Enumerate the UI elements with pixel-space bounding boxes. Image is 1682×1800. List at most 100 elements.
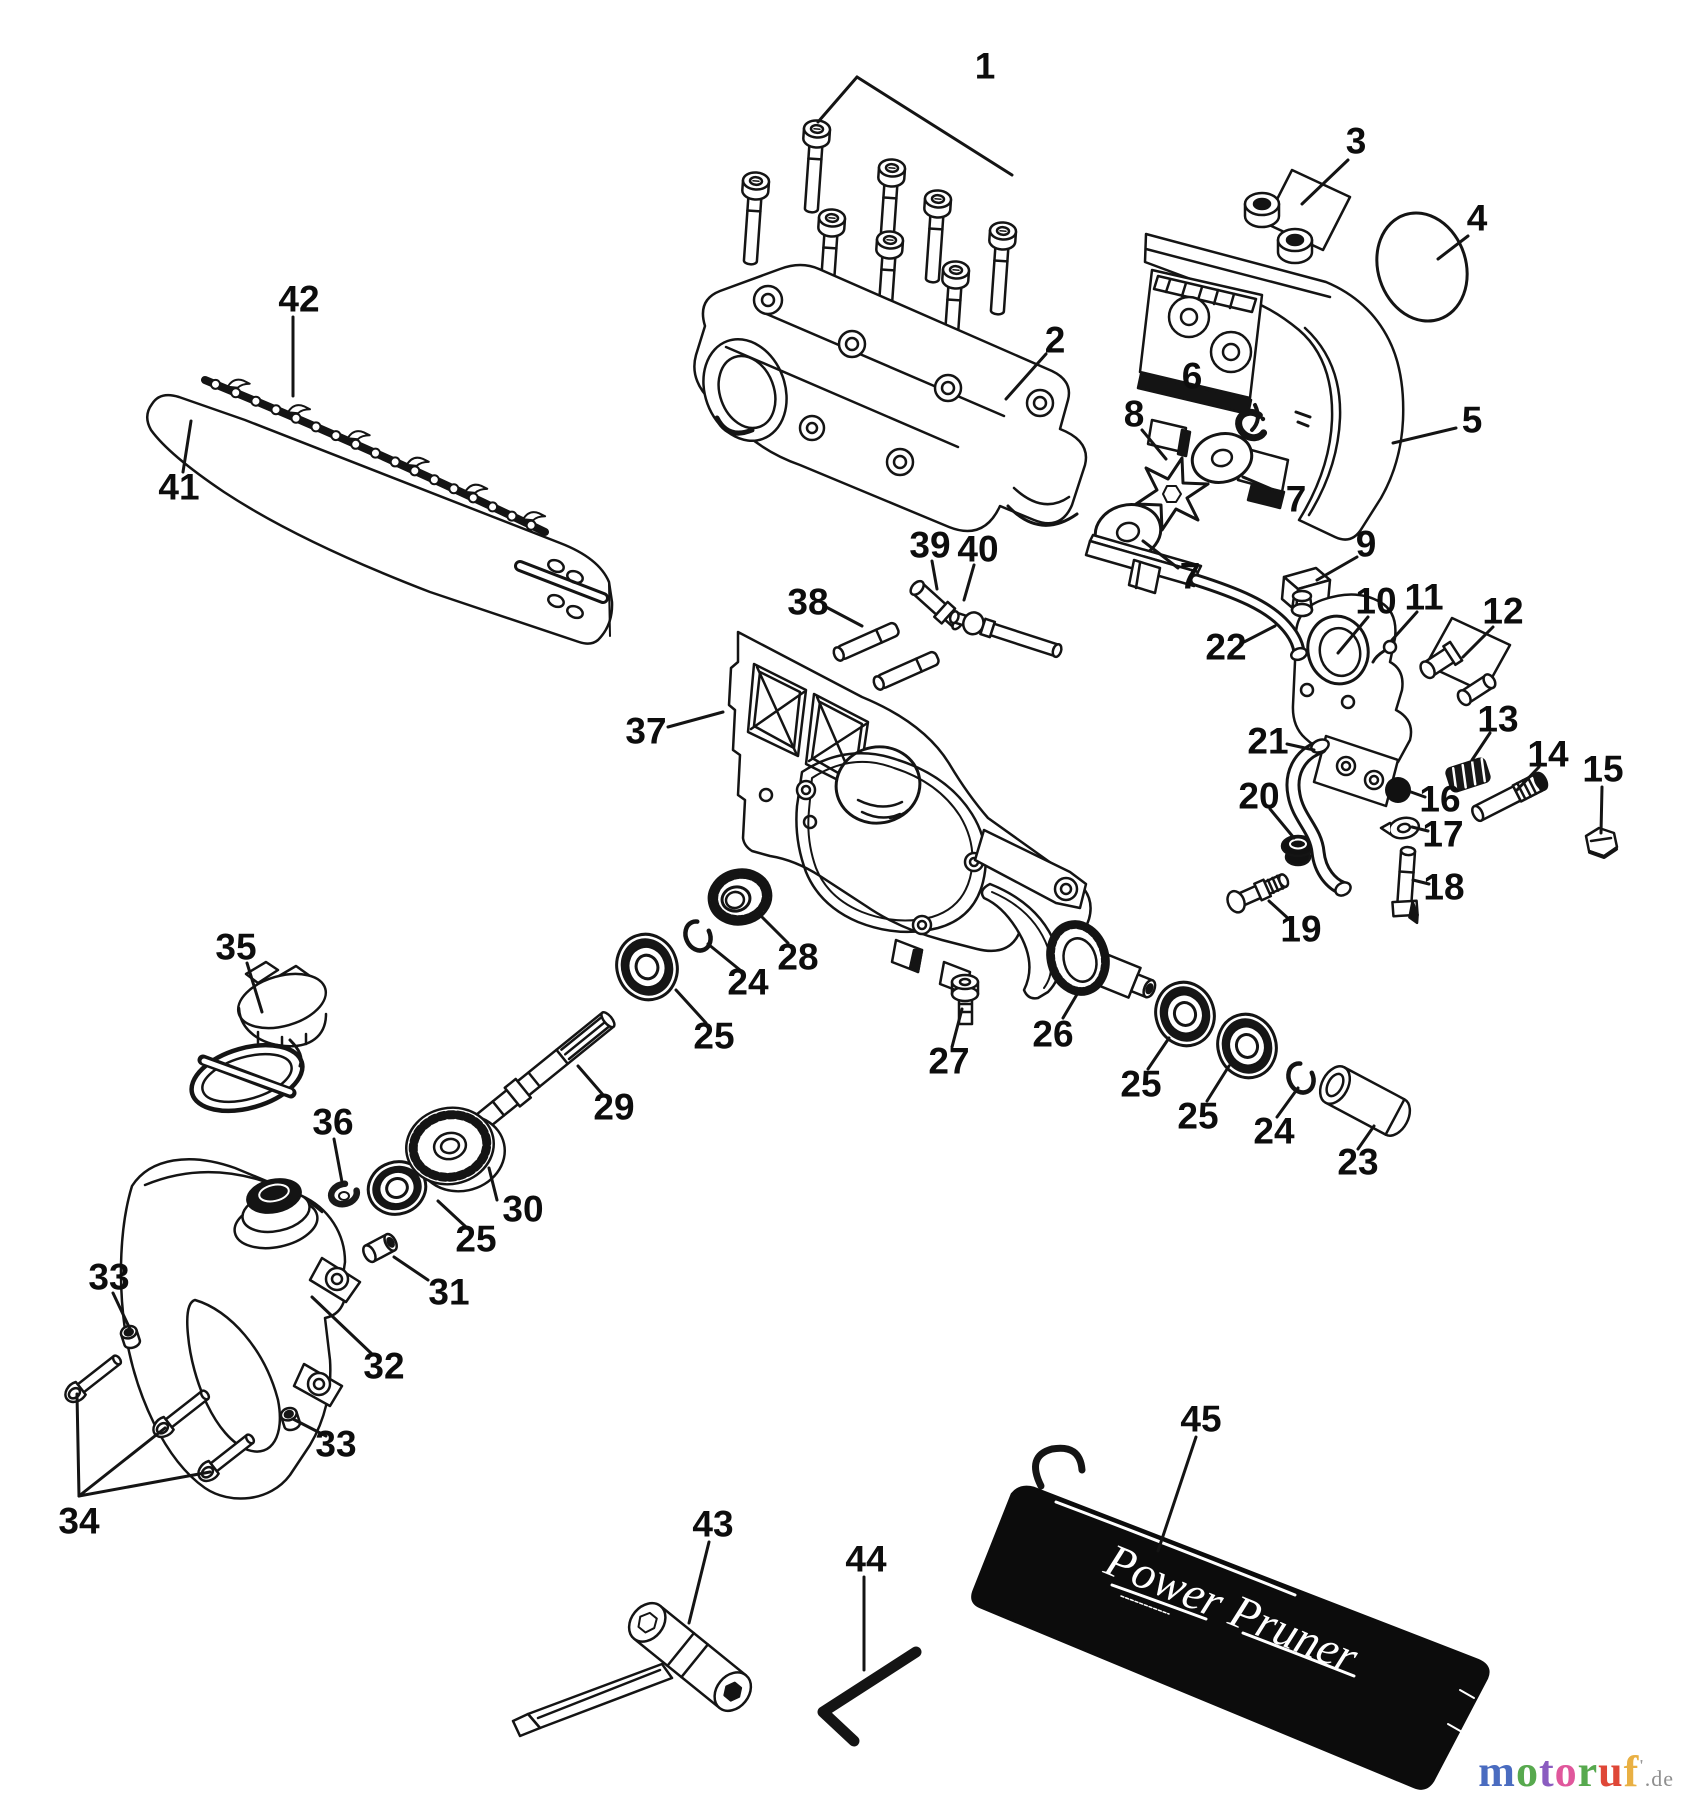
- part-label-40: 40: [957, 529, 998, 570]
- part-label-4: 4: [1467, 198, 1488, 239]
- part-label-42: 42: [278, 279, 319, 320]
- motoruf-watermark-logo[interactable]: motoruf'.de: [1478, 1750, 1674, 1794]
- chain-link: [330, 430, 342, 442]
- leader-line: [1275, 1086, 1300, 1119]
- leader-line: [674, 988, 708, 1025]
- part-14-bolt-drawing: [1471, 771, 1549, 823]
- chain-link: [525, 519, 537, 531]
- leader-line: [111, 1291, 132, 1331]
- chain-cutter: [226, 378, 251, 389]
- chain-link: [506, 510, 518, 522]
- part-22-pickup-tube-drawing: [1084, 533, 1308, 662]
- part-label-19: 19: [1280, 909, 1321, 950]
- part-label-14: 14: [1527, 734, 1569, 775]
- part-label-10: 10: [1355, 581, 1396, 622]
- leader-line: [77, 1470, 212, 1498]
- part-45-storage-bag-drawing: Power Pruner: [971, 1444, 1490, 1790]
- part-24-snap-ring-drawing: [683, 919, 1316, 1095]
- part-label-33: 33: [315, 1424, 356, 1465]
- leader-line: [1336, 615, 1370, 655]
- leader-line: [666, 710, 725, 729]
- leader-line: [310, 1295, 375, 1357]
- part-37-gearcase-plate-drawing: [727, 630, 1092, 1000]
- leader-line: [181, 419, 193, 474]
- chain-link: [409, 465, 421, 477]
- leader-line: [1267, 899, 1293, 923]
- part-label-45: 45: [1180, 1399, 1221, 1440]
- watermark-mark: ': [1639, 1757, 1645, 1775]
- part-6-e-clip-drawing: [1235, 408, 1269, 442]
- part-18-pin-drawing: [1391, 845, 1419, 925]
- screw-drawing: [802, 119, 832, 214]
- part-label-24: 24: [1253, 1111, 1295, 1152]
- watermark-letter: t: [1538, 1747, 1555, 1796]
- part-label-37: 37: [625, 711, 666, 752]
- watermark-letter: m: [1478, 1747, 1516, 1796]
- leader-line: [1411, 878, 1431, 886]
- chain-link: [290, 412, 302, 424]
- leader-line: [291, 1417, 328, 1438]
- screw-drawing: [923, 189, 953, 284]
- part-label-16: 16: [1419, 779, 1460, 820]
- watermark-letter: u: [1598, 1747, 1624, 1796]
- part-label-7: 7: [1286, 479, 1307, 520]
- part-40-pin-assembly-drawing: [948, 610, 1063, 659]
- chain-link: [310, 421, 322, 433]
- part-20-nut-drawing: [1280, 834, 1316, 867]
- leader-line: [392, 1255, 430, 1282]
- leader-line: [487, 1166, 499, 1202]
- screw-drawing: [152, 1389, 211, 1439]
- part-label-13: 13: [1477, 699, 1518, 740]
- part-28-plug-drawing: [707, 868, 773, 926]
- part-label-25: 25: [693, 1016, 734, 1057]
- chain-link: [389, 456, 401, 468]
- part-label-6: 6: [1182, 356, 1203, 397]
- part-label-32: 32: [363, 1346, 404, 1387]
- leader-line: [930, 559, 939, 591]
- leader-line: [576, 1064, 606, 1098]
- chain-link: [350, 438, 362, 450]
- leader-line: [1204, 386, 1241, 413]
- leader-line: [1268, 807, 1296, 840]
- leader-line: [1391, 426, 1458, 445]
- part-27-screw-drawing: [950, 973, 980, 1026]
- part-label-17: 17: [1422, 814, 1463, 855]
- chain-link: [487, 501, 499, 513]
- part-label-39: 39: [909, 525, 950, 566]
- part-19-fitting-bolt-drawing: [1226, 873, 1290, 914]
- part-label-30: 30: [502, 1189, 543, 1230]
- leader-line: [75, 1392, 81, 1498]
- part-label-25: 25: [1177, 1096, 1218, 1137]
- leader-line: [1205, 1064, 1231, 1103]
- chain-link: [428, 474, 440, 486]
- part-label-31: 31: [428, 1272, 469, 1313]
- chain-link: [250, 395, 262, 407]
- leader-line: [759, 914, 790, 945]
- part-44-hex-key-drawing: [817, 1646, 922, 1747]
- part-label-28: 28: [777, 937, 818, 978]
- watermark-letter: r: [1577, 1747, 1599, 1796]
- leader-line: [962, 563, 976, 602]
- leader-line: [1156, 1435, 1198, 1553]
- chain-link: [369, 447, 381, 459]
- part-label-24: 24: [727, 962, 769, 1003]
- part-26-clutch-drum-drawing: [1046, 920, 1157, 999]
- leader-line: [1315, 555, 1359, 582]
- leader-line: [1141, 539, 1180, 570]
- chain-link: [448, 483, 460, 495]
- part-label-5: 5: [1462, 400, 1483, 441]
- leader-line: [1356, 1124, 1376, 1151]
- leader-line: [816, 75, 859, 124]
- part-label-35: 35: [215, 927, 256, 968]
- part-label-25: 25: [455, 1219, 496, 1260]
- part-label-21: 21: [1247, 721, 1288, 762]
- part-label-26: 26: [1032, 1014, 1073, 1055]
- leader-line: [436, 1199, 468, 1229]
- watermark-letter: o: [1515, 1747, 1539, 1796]
- chain-link: [209, 378, 221, 390]
- leader-line: [1004, 352, 1048, 401]
- leader-line: [1285, 742, 1316, 752]
- chain-cutter: [464, 483, 489, 494]
- leader-line: [1241, 475, 1285, 496]
